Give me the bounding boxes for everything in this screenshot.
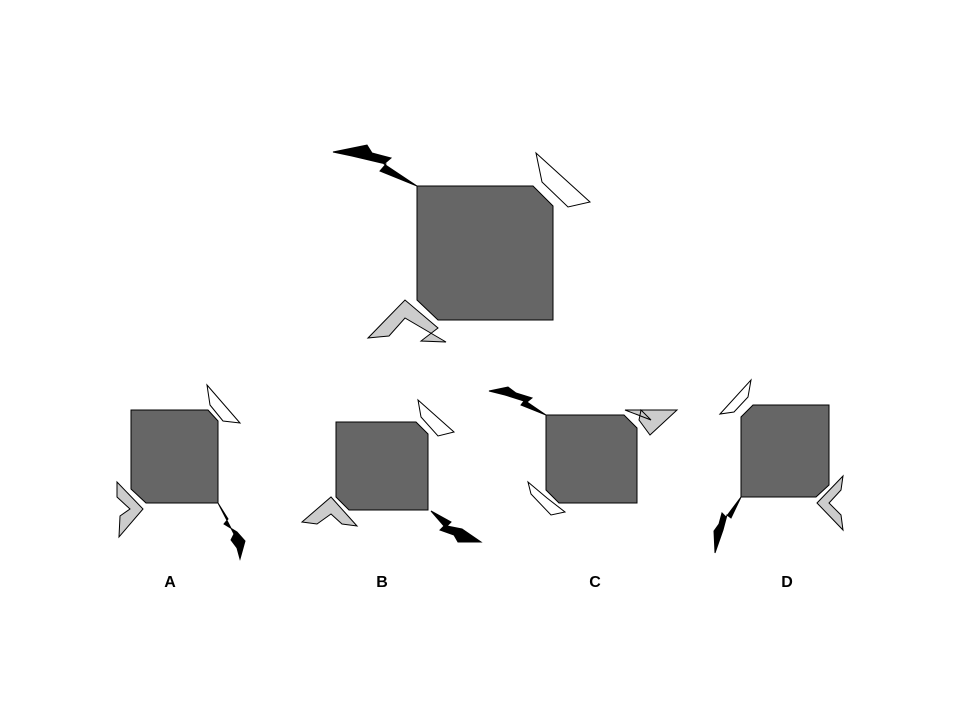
option-c-figure[interactable] (488, 386, 679, 516)
question-square (416, 185, 554, 321)
option-b-label[interactable]: B (376, 574, 388, 591)
option-c-gray-chevron (624, 408, 679, 436)
option-b-gray-chevron (300, 496, 359, 527)
option-a-figure[interactable] (116, 383, 246, 561)
option-d-lightning-bolt (713, 496, 742, 554)
question-figure (332, 144, 592, 343)
question-white-wedge (535, 151, 592, 208)
option-d-gray-chevron (816, 474, 844, 532)
option-d-white-wedge (718, 378, 752, 415)
option-a-square (130, 409, 219, 504)
option-b-figure[interactable] (300, 398, 483, 543)
option-c-label[interactable]: C (589, 574, 601, 591)
option-a-label[interactable]: A (164, 574, 176, 591)
option-d-figure[interactable] (713, 378, 844, 554)
option-b-square (335, 421, 429, 511)
option-b-white-wedge (417, 398, 456, 437)
option-c-white-wedge (527, 480, 567, 516)
option-a-white-wedge (206, 383, 242, 424)
option-c-square (545, 414, 638, 504)
option-a-gray-chevron (116, 480, 144, 539)
option-b-lightning-bolt (430, 510, 483, 543)
option-a-lightning-bolt (217, 502, 246, 561)
option-c-lightning-bolt (488, 386, 547, 416)
question-lightning-bolt (332, 144, 418, 187)
option-d-label[interactable]: D (781, 574, 793, 591)
question-gray-chevron (366, 299, 447, 343)
option-d-square (740, 404, 830, 498)
